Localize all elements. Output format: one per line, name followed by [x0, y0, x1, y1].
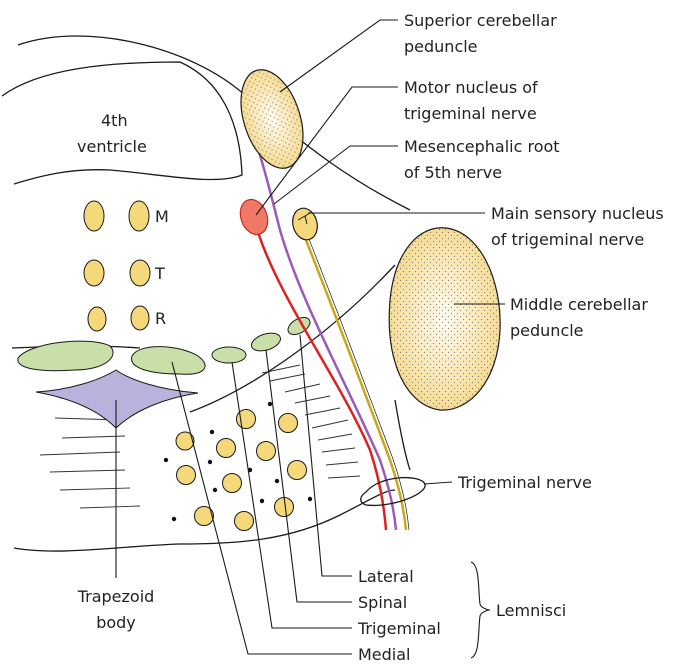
label-middle-peduncle-2: peduncle — [510, 321, 584, 340]
label-ventricle-1: 4th — [101, 111, 128, 130]
label-lemnisci: Lemnisci — [496, 601, 566, 620]
label-trapezoid-1: Trapezoid — [77, 587, 155, 606]
label-mesencephalic-root-2: of 5th nerve — [404, 163, 502, 182]
label-middle-peduncle-1: Middle cerebellar — [510, 295, 648, 314]
trigeminal-nerve-shape — [361, 478, 425, 506]
label-lemniscus-trigeminal: Trigeminal — [357, 619, 441, 638]
label-nucleus-r: R — [155, 309, 166, 328]
label-nucleus-t: T — [154, 264, 165, 283]
trapezoid-body-shape — [36, 370, 198, 428]
nucleus-m-left — [84, 201, 104, 231]
superior-peduncle-stipple — [230, 62, 315, 176]
medial-lemniscus-left — [18, 341, 113, 371]
nucleus-t-left — [84, 260, 104, 286]
label-main-sensory-2: of trigeminal nerve — [491, 230, 644, 249]
pontine-nuclei — [164, 402, 312, 531]
trigeminal-lemniscus — [212, 347, 246, 363]
label-superior-peduncle-2: peduncle — [404, 37, 478, 56]
label-lemniscus-spinal: Spinal — [358, 593, 407, 612]
motor-nucleus-shape — [236, 196, 273, 239]
upper-outline — [18, 36, 410, 210]
label-mesencephalic-root-1: Mesencephalic root — [404, 137, 560, 156]
nucleus-t-right — [130, 260, 150, 286]
main-sensory-nucleus-shape — [289, 205, 320, 242]
label-motor-nucleus-2: trigeminal nerve — [404, 104, 537, 123]
nucleus-m-right — [129, 201, 149, 231]
label-nucleus-m: M — [155, 207, 169, 226]
label-trapezoid-2: body — [96, 613, 136, 632]
label-ventricle-2: ventricle — [77, 137, 147, 156]
nucleus-r-right — [131, 306, 149, 330]
peduncle-connector-lower — [395, 400, 410, 470]
label-trigeminal-nerve: Trigeminal nerve — [457, 473, 592, 492]
labels: 4th ventricle Superior cerebellar pedunc… — [77, 11, 664, 664]
nucleus-r-left — [88, 307, 106, 331]
label-lemniscus-medial: Medial — [358, 645, 411, 664]
medial-lemniscus-right — [132, 347, 206, 375]
motor-root-fibre — [258, 232, 386, 530]
label-lemniscus-lateral: Lateral — [358, 567, 414, 586]
nuclei-group: M T R — [84, 201, 169, 331]
label-main-sensory-1: Main sensory nucleus — [491, 204, 664, 223]
label-motor-nucleus-1: Motor nucleus of — [404, 78, 538, 97]
pons-outlines — [2, 36, 410, 551]
label-superior-peduncle-1: Superior cerebellar — [404, 11, 557, 30]
